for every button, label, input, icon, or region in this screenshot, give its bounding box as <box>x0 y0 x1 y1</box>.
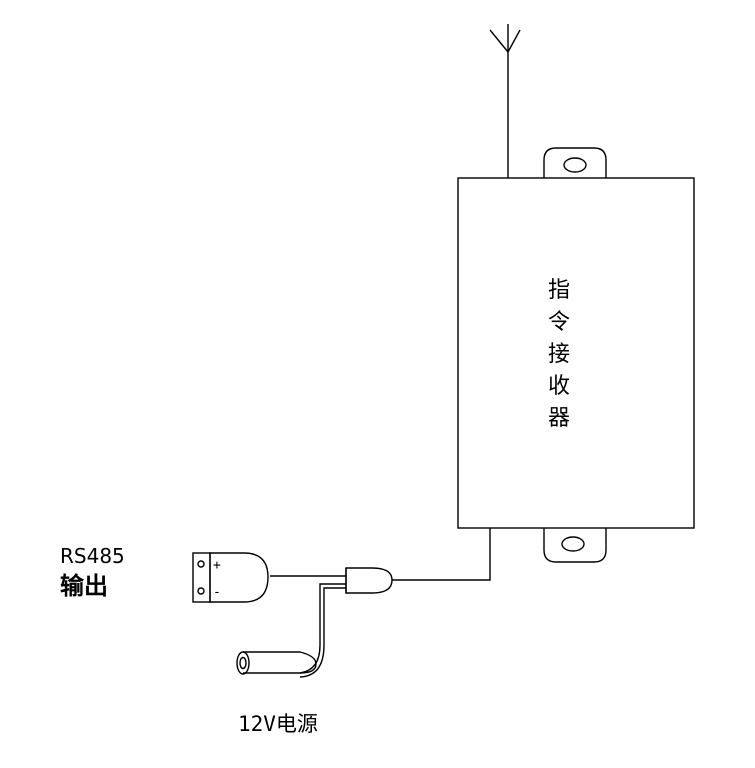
rs485-connector: + - <box>192 552 269 603</box>
power-plug <box>236 644 325 678</box>
rs485-label-line2: 输出 <box>60 572 108 600</box>
receiver-label: 指 令 接 收 器 <box>548 278 577 431</box>
cable-splitter <box>270 567 393 645</box>
plus-terminal-mark: + <box>213 558 221 573</box>
minus-terminal-mark: - <box>213 585 221 600</box>
top-mounting-tab <box>543 147 607 178</box>
antenna <box>489 24 521 178</box>
bottom-mounting-tab <box>543 528 607 563</box>
rs485-label-line1: RS485 <box>60 544 125 568</box>
output-cable <box>392 528 491 581</box>
power-label: 12V电源 <box>238 712 318 736</box>
receiver-box <box>457 177 695 529</box>
